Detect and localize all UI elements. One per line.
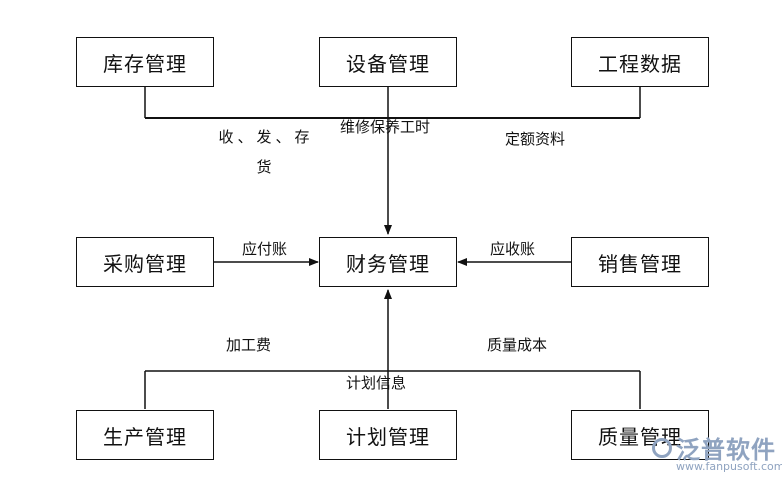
plan-info-label: 计划信息 bbox=[346, 374, 407, 392]
production-node: 生产管理 bbox=[76, 410, 214, 460]
inventory-node: 库存管理 bbox=[76, 37, 214, 87]
purchasing-node: 采购管理 bbox=[76, 237, 214, 287]
engineering-node: 工程数据 bbox=[571, 37, 709, 87]
fanpu-logo-icon bbox=[652, 438, 672, 458]
planning-node: 计划管理 bbox=[319, 410, 457, 460]
processing-fee-label: 加工费 bbox=[226, 336, 272, 354]
watermark-title: 泛普软件 bbox=[676, 436, 776, 464]
quality-node: 质量管理 bbox=[571, 410, 709, 460]
watermark: 泛普软件 www.fanpusoft.com bbox=[652, 430, 782, 480]
maintenance-hours-label: 维修保养工时 bbox=[340, 118, 431, 136]
watermark-url: www.fanpusoft.com bbox=[676, 460, 782, 473]
payables-label: 应付账 bbox=[242, 240, 288, 258]
quota-data-label: 定额资料 bbox=[505, 130, 566, 148]
finance-node: 财务管理 bbox=[319, 237, 457, 287]
sales-node: 销售管理 bbox=[571, 237, 709, 287]
receive-ship-store-label: 收、发、存货 bbox=[218, 128, 314, 176]
receivables-label: 应收账 bbox=[490, 240, 536, 258]
quality-cost-label: 质量成本 bbox=[487, 336, 548, 354]
equipment-node: 设备管理 bbox=[319, 37, 457, 87]
